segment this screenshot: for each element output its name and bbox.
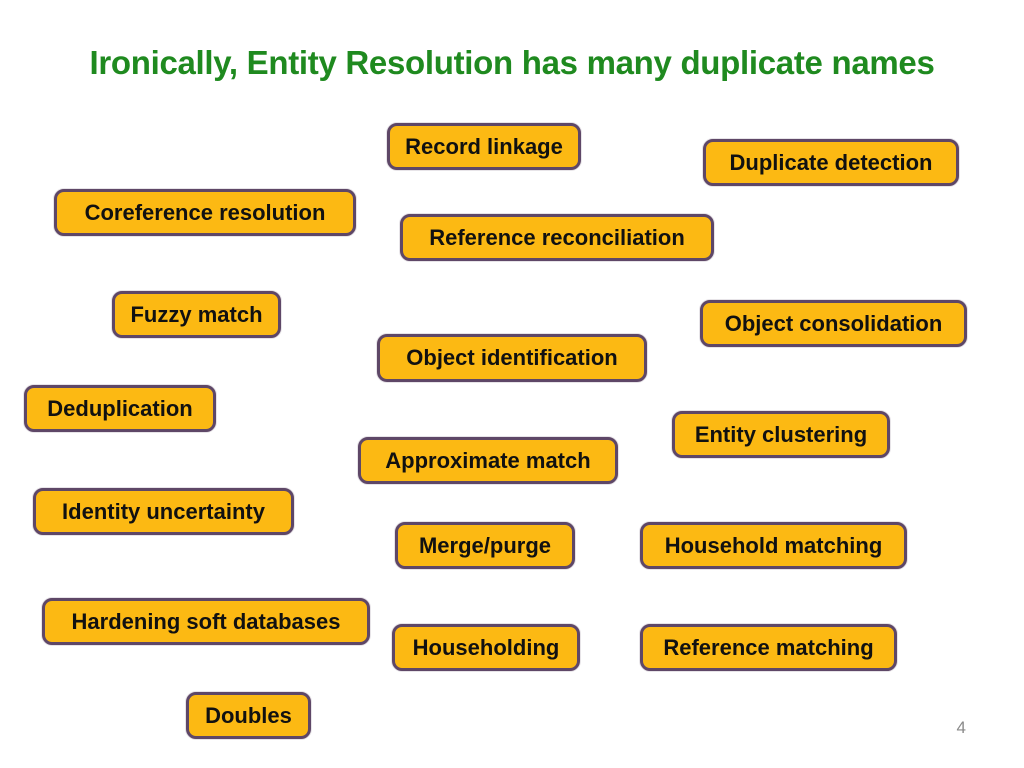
term-box-identity-uncertainty: Identity uncertainty <box>33 488 294 535</box>
term-box-householding: Householding <box>392 624 580 671</box>
term-box-fuzzy-match: Fuzzy match <box>112 291 281 338</box>
term-box-hardening-soft-databases: Hardening soft databases <box>42 598 370 645</box>
term-box-duplicate-detection: Duplicate detection <box>703 139 959 186</box>
term-box-doubles: Doubles <box>186 692 311 739</box>
term-box-merge-purge: Merge/purge <box>395 522 575 569</box>
term-box-entity-clustering: Entity clustering <box>672 411 890 458</box>
term-box-object-identification: Object identification <box>377 334 647 382</box>
term-box-object-consolidation: Object consolidation <box>700 300 967 347</box>
term-box-approximate-match: Approximate match <box>358 437 618 484</box>
term-box-record-linkage: Record linkage <box>387 123 581 170</box>
term-box-reference-reconciliation: Reference reconciliation <box>400 214 714 261</box>
term-box-reference-matching: Reference matching <box>640 624 897 671</box>
page-number: 4 <box>956 718 966 737</box>
term-box-household-matching: Household matching <box>640 522 907 569</box>
term-box-coreference-resolution: Coreference resolution <box>54 189 356 236</box>
term-box-deduplication: Deduplication <box>24 385 216 432</box>
slide-title: Ironically, Entity Resolution has many d… <box>89 44 935 81</box>
